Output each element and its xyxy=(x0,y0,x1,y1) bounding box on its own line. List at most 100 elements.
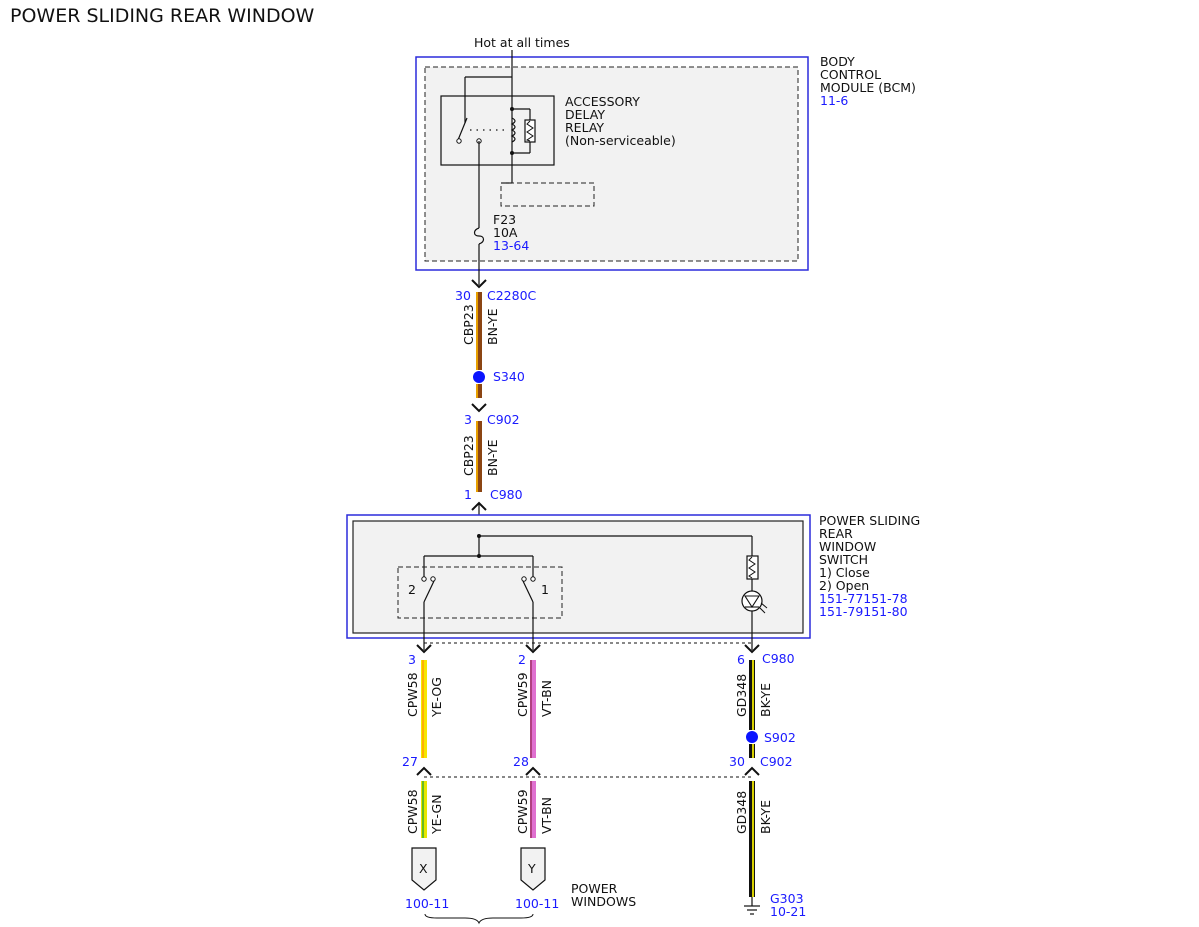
illumination-led-ray xyxy=(759,607,766,614)
c902-bottom-name: C902 xyxy=(760,754,793,769)
switch-name-5: 1) Close xyxy=(819,565,870,580)
switch-contact xyxy=(421,576,427,582)
power-windows-label-1: POWER xyxy=(571,881,618,896)
relay-label-2: DELAY xyxy=(565,107,605,122)
power-sliding-rear-window-switch: 2 1 POWER SLIDING REAR WINDOW SWITCH 1) … xyxy=(346,513,920,650)
wire-gd348-circuit-a: GD348 xyxy=(734,674,749,717)
continuation-brace xyxy=(424,913,534,925)
wire-cpw59-segment-a xyxy=(530,660,536,758)
connector-c980-pin3-arrow xyxy=(416,644,432,654)
wire-cpw58-circuit-b: CPW58 xyxy=(405,789,420,834)
relay-contact xyxy=(456,138,462,144)
splice-s340 xyxy=(473,371,485,383)
switch-contacts-area xyxy=(397,566,563,619)
relay-label-4: (Non-serviceable) xyxy=(565,133,676,148)
c2280c-name: C2280C xyxy=(487,288,537,303)
wire-cbp23-circuit-a: CBP23 xyxy=(461,304,476,345)
illumination-resistor-zigzag xyxy=(748,556,756,579)
ground-ref[interactable]: 10-21 xyxy=(770,904,806,919)
wire-cpw59-circuit-b: CPW59 xyxy=(515,789,530,834)
switch-contact xyxy=(430,576,436,582)
connector-c2280c-arrow xyxy=(471,279,487,289)
wire-gd348-segment-c xyxy=(749,781,755,897)
c902-pin27-label: 27 xyxy=(402,754,418,769)
relay-coil xyxy=(510,117,516,143)
c980-top-pin: 1 xyxy=(464,487,472,502)
illumination-led-ray xyxy=(760,602,768,609)
switch-ref-1: 151-77151-78 xyxy=(819,591,908,606)
splice-s340-label: S340 xyxy=(493,369,525,384)
wire-cpw59-circuit-a: CPW59 xyxy=(515,672,530,717)
wire-cbp23-segment-a xyxy=(476,292,482,370)
continuation-y-ref[interactable]: 100-11 xyxy=(515,896,559,911)
continuation-y-icon[interactable] xyxy=(520,847,546,891)
switch-contact-2-label: 2 xyxy=(408,582,416,597)
c902-top-name: C902 xyxy=(487,412,520,427)
c902-pin28-label: 28 xyxy=(513,754,529,769)
switch-arm-open xyxy=(423,580,435,603)
wire-cbp23-color-a: BN-YE xyxy=(485,308,500,345)
wire-cbp23-circuit-b: CBP23 xyxy=(461,435,476,476)
wire-cpw59-color-a: VT-BN xyxy=(539,680,554,717)
connector-c902-pin27-arrow xyxy=(416,766,432,776)
continuation-x-icon[interactable] xyxy=(411,847,437,891)
wire-cbp23-segment-c xyxy=(476,421,482,492)
fuse-name: F23 xyxy=(493,212,516,227)
connector-c902-pin30-arrow xyxy=(744,766,760,776)
body-control-module: Hot at all times ACCESSORY DELAY RELAY (… xyxy=(415,35,916,271)
c902-pin30-label: 30 xyxy=(729,754,745,769)
ground-icon xyxy=(744,905,760,915)
connector-c980-pin6-arrow xyxy=(744,644,760,654)
wire-gd348-segment-b xyxy=(749,744,755,758)
accessory-delay-relay: ACCESSORY DELAY RELAY (Non-serviceable) xyxy=(440,67,676,183)
splice-s902-label: S902 xyxy=(764,730,796,745)
wire-gd348-color-a: BK-YE xyxy=(758,683,773,717)
feed-label: Hot at all times xyxy=(474,35,570,50)
wire-cpw59-color-b: VT-BN xyxy=(539,797,554,834)
fuse-ref: 13-64 xyxy=(493,238,529,253)
splice-s902 xyxy=(746,731,758,743)
switch-ref-2: 151-79151-80 xyxy=(819,604,908,619)
relay-node xyxy=(510,107,514,111)
bcm-name-2: CONTROL xyxy=(820,67,881,82)
wire-cpw59-segment-b xyxy=(530,781,536,838)
wire-cpw58-segment-b xyxy=(421,781,427,838)
switch-contact-1-label: 1 xyxy=(541,582,549,597)
continuation-x-ref[interactable]: 100-11 xyxy=(405,896,449,911)
wire-cpw58-color-a: YE-OG xyxy=(429,677,444,718)
c980-pin2-label: 2 xyxy=(518,652,526,667)
fuse-f23-symbol xyxy=(473,227,485,245)
relay-contact-arm xyxy=(457,117,468,141)
connector-c980-pin2-arrow xyxy=(525,644,541,654)
wire-cpw58-color-b: YE-GN xyxy=(429,794,444,835)
illumination-led-triangle xyxy=(743,595,761,609)
relay-label-1: ACCESSORY xyxy=(565,94,640,109)
c980-bottom-name: C980 xyxy=(762,651,795,666)
wire-cbp23-color-b: BN-YE xyxy=(485,439,500,476)
relay-label-3: RELAY xyxy=(565,120,604,135)
connector-c902-pin28-arrow xyxy=(525,766,541,776)
bcm-ref: 11-6 xyxy=(820,93,848,108)
switch-inner xyxy=(352,520,804,634)
wire-gd348-segment-a xyxy=(749,660,755,730)
wire-cpw58-circuit-a: CPW58 xyxy=(405,672,420,717)
ground-name: G303 xyxy=(770,891,804,906)
bcm-internal-circuit xyxy=(500,182,595,207)
c980-top-name: C980 xyxy=(490,487,523,502)
c2280c-pin: 30 xyxy=(455,288,471,303)
switch-name-3: WINDOW xyxy=(819,539,876,554)
connector-c902-top-arrow xyxy=(471,403,487,413)
power-windows-label-2: WINDOWS xyxy=(571,894,636,909)
wire-cpw58-segment-a xyxy=(421,660,427,758)
switch-name-4: SWITCH xyxy=(819,552,868,567)
wire-gd348-color-b: BK-YE xyxy=(758,800,773,834)
relay-box xyxy=(440,95,555,166)
continuation-x-letter: X xyxy=(419,861,428,876)
switch-node xyxy=(477,554,481,558)
relay-resistor xyxy=(524,119,536,143)
switch-contact xyxy=(521,576,527,582)
switch-arm-close xyxy=(522,580,534,603)
diagram-title: POWER SLIDING REAR WINDOW xyxy=(10,5,315,27)
illumination-resistor xyxy=(746,555,759,580)
